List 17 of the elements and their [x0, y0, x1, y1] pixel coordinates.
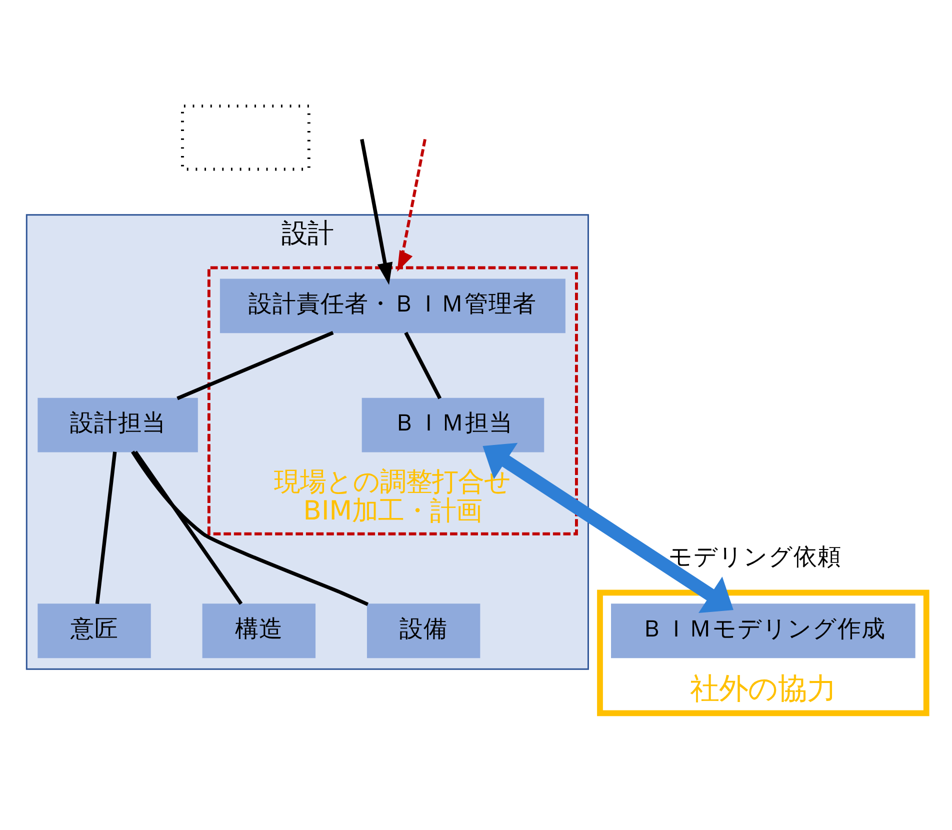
node-box: 意匠 — [37, 603, 150, 658]
connector — [176, 330, 334, 400]
node-box: 構造 — [202, 603, 316, 658]
connector — [94, 451, 116, 604]
node-box: 設計責任者・ＢＩＭ管理者 — [219, 278, 565, 333]
arrow — [396, 138, 426, 272]
arrow — [482, 442, 733, 613]
connector — [404, 331, 442, 399]
connector — [133, 450, 242, 604]
node-box: ＢＩＭモデリング作成 — [610, 603, 915, 658]
node-box: 設備 — [366, 603, 480, 658]
connector — [130, 450, 368, 606]
node-box: ＢＩＭ担当 — [361, 397, 544, 452]
arrow — [360, 138, 392, 284]
node-box: 設計担当 — [37, 397, 198, 452]
node-box — [180, 104, 310, 170]
edge-label: モデリング依頼 — [668, 542, 842, 570]
